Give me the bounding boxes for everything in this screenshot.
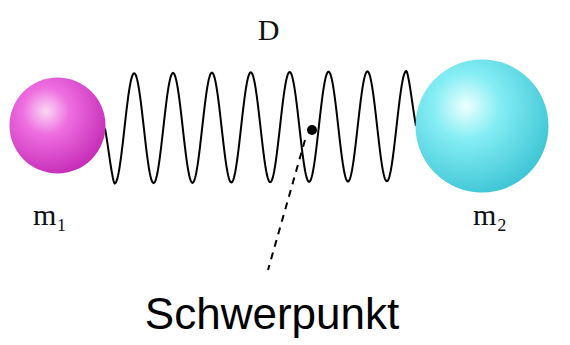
mass-sphere: m₂	[415, 59, 549, 193]
mass-sphere: m₁	[9, 77, 106, 174]
sphere-outline	[9, 77, 106, 174]
leader-line	[268, 140, 305, 270]
mass-label: m₂	[473, 200, 507, 230]
mass-label: m₁	[33, 200, 67, 230]
sphere-outline	[415, 59, 549, 193]
sphere	[416, 60, 549, 193]
centre-of-mass-label: Schwerpunkt	[145, 292, 399, 336]
spring-constant-label: D	[258, 15, 280, 45]
centre-of-mass-dot	[307, 125, 317, 135]
spring	[105, 71, 416, 183]
sphere	[10, 78, 106, 174]
